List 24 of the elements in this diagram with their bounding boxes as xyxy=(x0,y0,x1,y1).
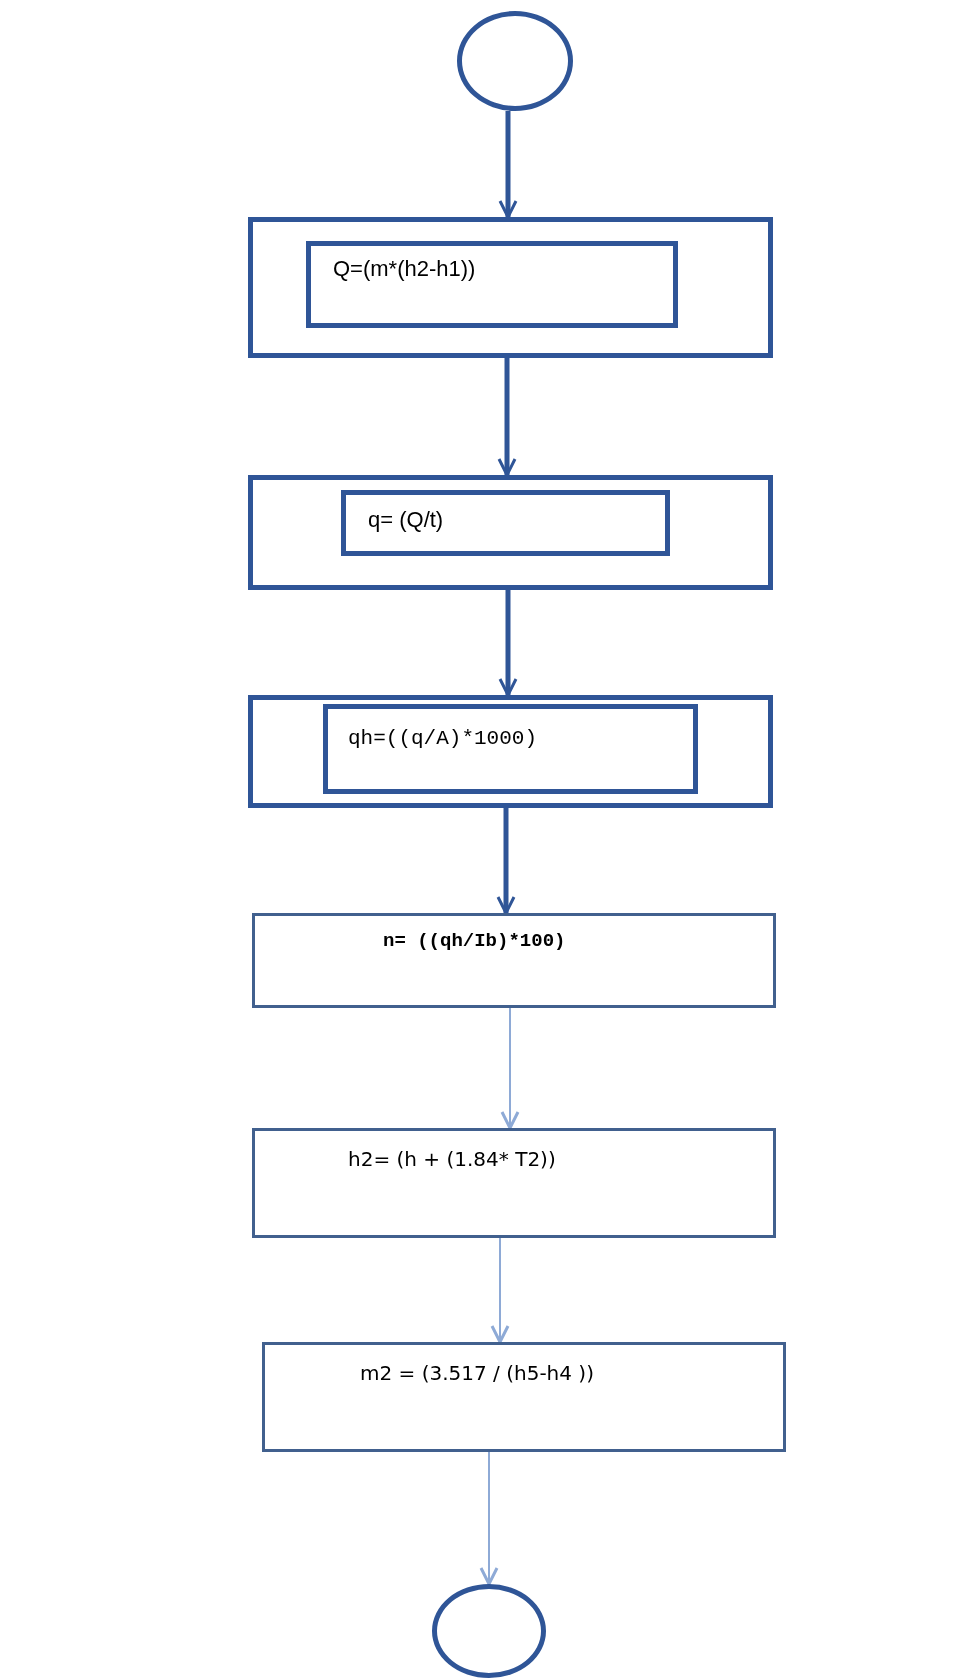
outer-box xyxy=(248,475,773,590)
formula-text: qh=((q/A)*1000) xyxy=(348,727,538,750)
formula-text: n= ((qh/Ib)*100) xyxy=(383,930,566,952)
formula-text: q= (Q/t) xyxy=(368,507,444,533)
formula-text: m2 = (3.517 / (h5-h4 )) xyxy=(360,1361,594,1385)
formula-text: Q=(m*(h2-h1)) xyxy=(333,256,476,282)
arrow xyxy=(497,358,517,477)
arrow xyxy=(479,1451,499,1586)
formula-text: h2= (h + (1.84* T2)) xyxy=(348,1147,556,1171)
process-box xyxy=(252,1128,776,1238)
process-box xyxy=(252,913,776,1008)
arrow xyxy=(496,808,516,915)
outer-box xyxy=(248,695,773,808)
arrow xyxy=(490,1237,510,1344)
terminal-circle xyxy=(457,11,573,111)
outer-box xyxy=(248,217,773,358)
process-box xyxy=(306,241,678,328)
process-box xyxy=(323,704,698,794)
process-box xyxy=(341,490,670,556)
arrow xyxy=(500,1007,520,1130)
terminal-circle xyxy=(432,1584,546,1678)
arrow xyxy=(498,590,518,697)
process-box xyxy=(262,1342,786,1452)
arrow xyxy=(498,111,518,219)
